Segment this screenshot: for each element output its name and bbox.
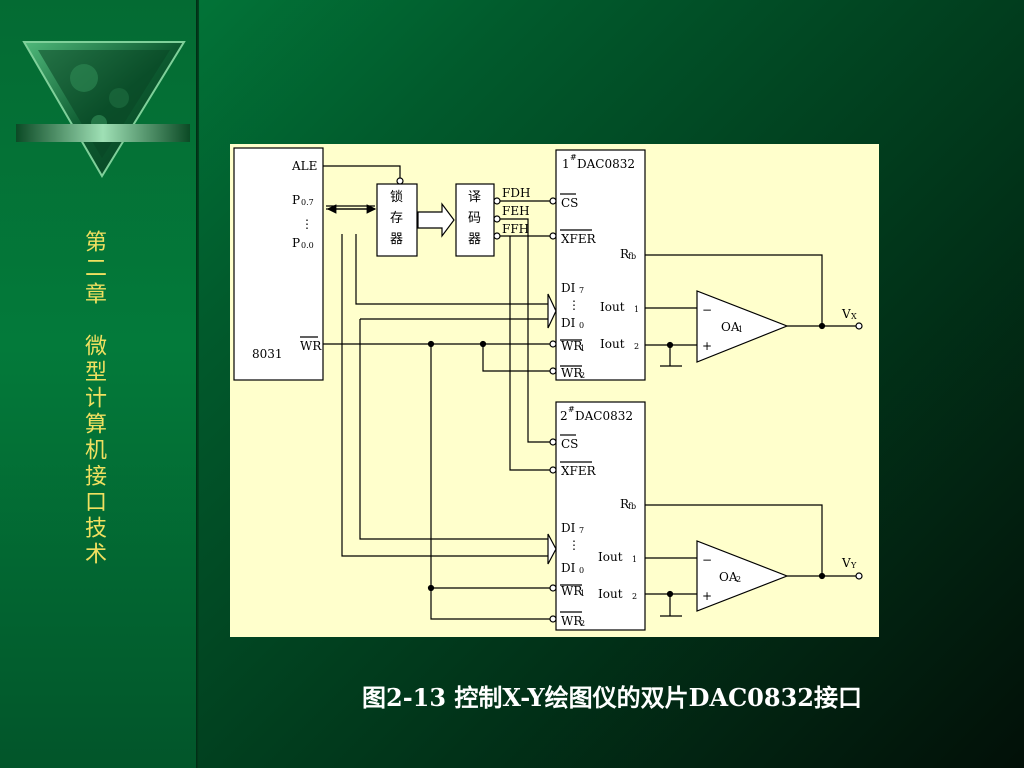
chapter-title: 第二章 微型计算机接口技术 (81, 230, 106, 568)
dac2-box (555, 401, 646, 631)
latch-char-3: 器 (390, 232, 403, 247)
dac1-wr2-sub: 2 (580, 371, 585, 380)
cpu-wr-label: WR (300, 339, 322, 353)
dac1-title-sup: # (570, 153, 577, 162)
dac1-rfb-label: R (620, 247, 630, 261)
cpu-ale-label: ALE (291, 159, 317, 173)
dac1-title-num: 1 (562, 157, 570, 171)
opamp1-name-sub: 1 (738, 325, 743, 334)
dac2-title-sup: # (568, 405, 575, 414)
dac2-iout1-sub: 1 (632, 555, 637, 564)
dac2-rfb-label: R (620, 497, 630, 511)
decoder-char-2: 码 (468, 211, 481, 226)
dac1-wr1-label: WR (561, 339, 583, 353)
dac2-title-name: DAC0832 (575, 409, 633, 423)
dac2-iout1-label: Iout (598, 550, 623, 564)
dac2-di7-label: DI (561, 521, 576, 535)
dac1-di0-label: DI (561, 316, 576, 330)
dac1-rfb-sub: fb (628, 252, 636, 261)
decoder-output-fdh: FDH (502, 186, 530, 200)
decoder-char-3: 器 (468, 232, 481, 247)
decoder-output-ffh: FFH (502, 222, 529, 236)
output-vy-sub: Y (850, 561, 857, 570)
sidebar: 第二章 微型计算机接口技术 (0, 0, 197, 768)
opamp2-plus: + (702, 589, 712, 603)
dac1-iout2-sub: 2 (634, 342, 639, 351)
dac2-wr1-label: WR (561, 584, 583, 598)
opamp2-minus: − (702, 553, 712, 567)
cpu-p07-sub: 0.7 (301, 198, 314, 207)
latch-char-1: 锁 (390, 189, 403, 205)
figure-caption: 图2-13 控制X-Y绘图仪的双片DAC0832接口 (362, 683, 862, 712)
dac1-wr2-label: WR (561, 366, 583, 380)
cpu-p07-label: P (292, 193, 300, 207)
dac1-iout2-label: Iout (600, 337, 625, 351)
output-vy-label: V (841, 556, 851, 570)
dac2-title-num: 2 (560, 409, 568, 423)
dac1-wr1-sub: 1 (580, 344, 585, 353)
dac2-rfb-sub: fb (628, 502, 636, 511)
latch-char-2: 存 (390, 211, 403, 226)
dac1-xfer-label: XFER (561, 232, 597, 246)
dac2-cs-label: CS (561, 437, 578, 451)
dac2-iout2-sub: 2 (632, 592, 637, 601)
dac2-di7-sub: 7 (579, 526, 584, 535)
cpu-p00-label: P (292, 236, 300, 250)
latch-box (376, 183, 418, 257)
cpu-dots: ⋮ (301, 217, 313, 231)
dac1-di7-label: DI (561, 281, 576, 295)
cpu-8031-box (233, 147, 324, 381)
dac2-dots: ⋮ (568, 538, 580, 552)
cpu-p00-sub: 0.0 (301, 241, 314, 250)
circuit-diagram-panel: ALE P 0.7 ⋮ P 0.0 WR 8031 锁 存 器 译 码 器 FD… (230, 144, 879, 637)
dac1-title-name: DAC0832 (577, 157, 635, 171)
dac1-di7-sub: 7 (579, 286, 584, 295)
output-vx-sub: X (851, 312, 857, 321)
dac2-wr2-sub: 2 (580, 619, 585, 628)
dac1-dots: ⋮ (568, 298, 580, 312)
dac2-iout2-label: Iout (598, 587, 623, 601)
opamp1-plus: + (702, 339, 712, 353)
dac2-di0-label: DI (561, 561, 576, 575)
decoder-char-1: 译 (468, 190, 481, 205)
cpu-name-label: 8031 (252, 347, 283, 361)
dac1-iout1-label: Iout (600, 300, 625, 314)
dac2-xfer-label: XFER (561, 464, 597, 478)
opamp2-name-sub: 2 (736, 575, 741, 584)
opamp1-triangle (696, 290, 789, 363)
dac1-cs-label: CS (561, 196, 578, 210)
dac1-di0-sub: 0 (579, 321, 584, 330)
sidebar-divider (196, 0, 199, 768)
dac-circuit-diagram: ALE P 0.7 ⋮ P 0.0 WR 8031 锁 存 器 译 码 器 FD… (233, 147, 863, 631)
dac1-iout1-sub: 1 (634, 305, 639, 314)
decoder-output-feh: FEH (502, 204, 530, 218)
triangle-logo-icon (16, 41, 190, 178)
opamp2-triangle (696, 540, 789, 612)
dac1-box (555, 149, 646, 381)
dac2-di0-sub: 0 (579, 566, 584, 575)
opamp1-minus: − (702, 303, 712, 317)
opamp1-name: OA (721, 320, 740, 334)
decoder-box (455, 183, 495, 257)
output-vx-label: V (841, 307, 851, 321)
dac2-wr1-sub: 1 (580, 589, 585, 598)
opamp2-name: OA (719, 570, 738, 584)
dac2-wr2-label: WR (561, 614, 583, 628)
